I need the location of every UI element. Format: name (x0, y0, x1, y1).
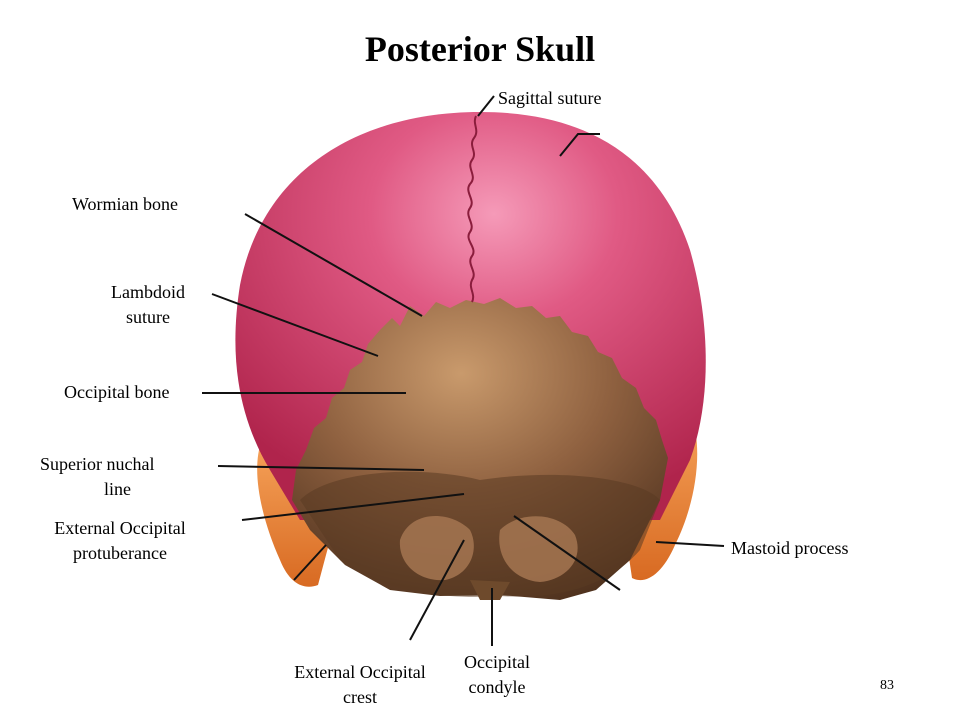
label-mastoid-process: Mastoid process (731, 538, 849, 558)
label-occipital-bone: Occipital bone (64, 382, 170, 402)
label-occipital-condyle-line1: Occipital (464, 652, 530, 672)
label-superior-nuchal-line1: Superior nuchal (40, 454, 155, 474)
label-external-occipital-crest: External Occipital crest (280, 660, 440, 710)
leader-sagittal (477, 95, 495, 117)
label-lambdoid-suture: Lambdoid suture (88, 280, 208, 330)
leader-parietal (559, 133, 600, 157)
label-ext-occ-protuberance-line2: protuberance (73, 543, 167, 563)
page-title: Posterior Skull (364, 29, 596, 69)
occipital-condyle-shape (399, 516, 474, 581)
label-superior-nuchal-line2: line (104, 479, 131, 499)
label-external-occipital-protuberance: External Occipital protuberance (40, 516, 200, 566)
leader-left-mastoid (293, 544, 327, 581)
leader-lambdoid (211, 293, 379, 357)
label-occipital-condyle-line2: condyle (468, 677, 526, 697)
condyle-bottom (470, 580, 510, 600)
label-sagittal-suture: Sagittal suture (498, 88, 602, 108)
label-superior-nuchal-line: Superior nuchal line (40, 452, 154, 502)
label-ext-occ-crest-line1: External Occipital (294, 662, 426, 682)
occipital-condyle-shape-right (499, 516, 578, 582)
label-ext-occ-protuberance-line1: External Occipital (54, 518, 186, 538)
sagittal-suture-line (467, 115, 478, 303)
label-lambdoid-line2: suture (126, 307, 170, 327)
leader-superior-nuchal (217, 465, 425, 471)
page-number: 83 (880, 678, 894, 693)
label-lambdoid-line1: Lambdoid (111, 282, 185, 302)
leader-ext-occ-crest (409, 539, 465, 641)
leader-mastoid (655, 541, 725, 547)
label-ext-occ-crest-line2: crest (343, 687, 377, 707)
leader-wormian (244, 213, 423, 317)
leader-ext-occ-protuberance (241, 493, 465, 521)
leader-right-condyle (513, 515, 621, 591)
label-wormian-bone: Wormian bone (72, 194, 179, 214)
leader-lines (202, 95, 725, 646)
label-occipital-condyle: Occipital condyle (452, 650, 542, 700)
